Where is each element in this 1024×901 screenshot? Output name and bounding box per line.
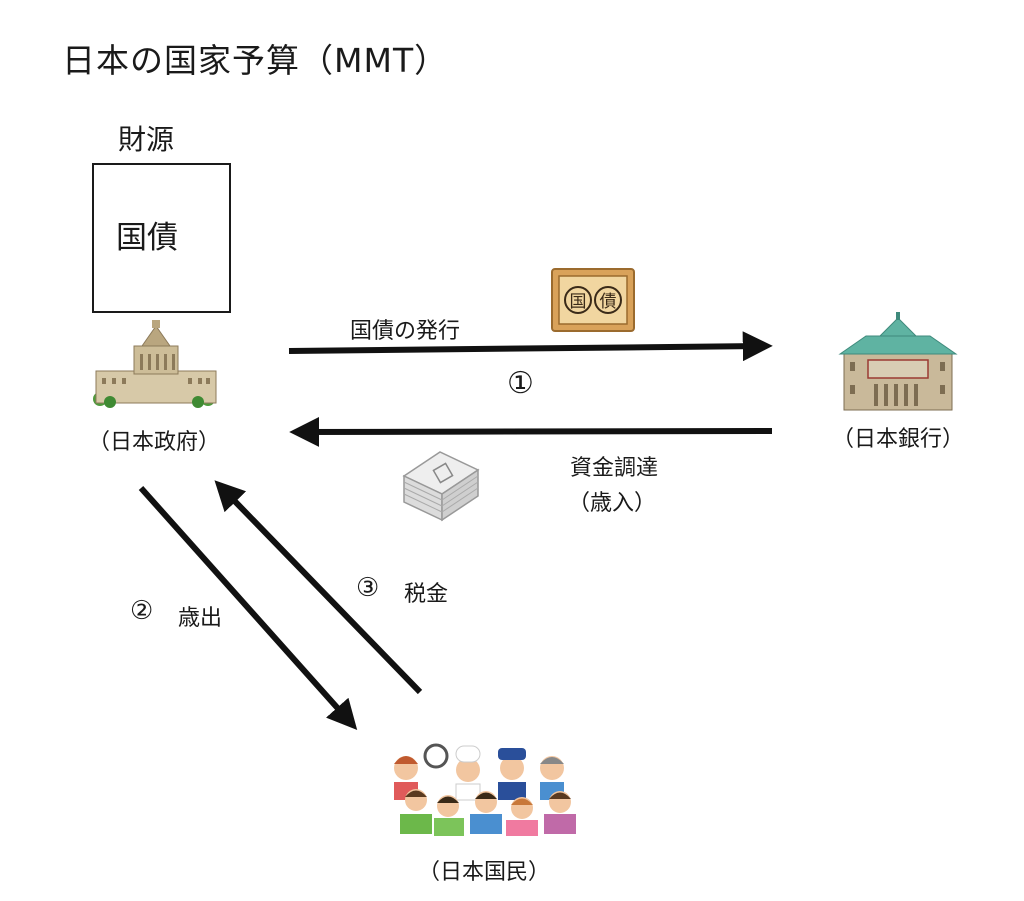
funding-label: 資金調達 [570, 456, 659, 481]
government-label: （日本政府） [88, 430, 221, 455]
expenditure-label: 歳出 [178, 606, 223, 631]
bank-label: （日本銀行） [832, 427, 965, 452]
arrow-expenditure [138, 486, 358, 731]
money-stack-icon [402, 451, 480, 522]
people-group-icon [394, 743, 576, 836]
resource-box [92, 163, 231, 313]
arrow-tax [214, 480, 423, 695]
step-1-number: ① [507, 366, 534, 401]
step-3-number: ③ [356, 573, 380, 603]
arrow-bond-issue [288, 331, 773, 362]
bond-issue-label: 国債の発行 [350, 319, 461, 344]
diet-building-icon [93, 320, 217, 408]
arrow-funding [289, 416, 773, 447]
revenue-label: （歳入） [568, 491, 657, 516]
people-label: （日本国民） [418, 860, 551, 885]
page-title: 日本の国家予算（MMT） [62, 41, 449, 80]
resource-box-text: 国債 [116, 220, 178, 256]
bank-building-icon [838, 312, 958, 411]
bond-ticket-char-1: 国 [570, 292, 587, 312]
resource-heading: 財源 [118, 123, 175, 156]
step-2-number: ② [130, 596, 154, 626]
bond-ticket-char-2: 債 [600, 292, 617, 312]
tax-label: 税金 [404, 582, 449, 607]
bond-ticket-icon: 国 債 [551, 268, 635, 332]
